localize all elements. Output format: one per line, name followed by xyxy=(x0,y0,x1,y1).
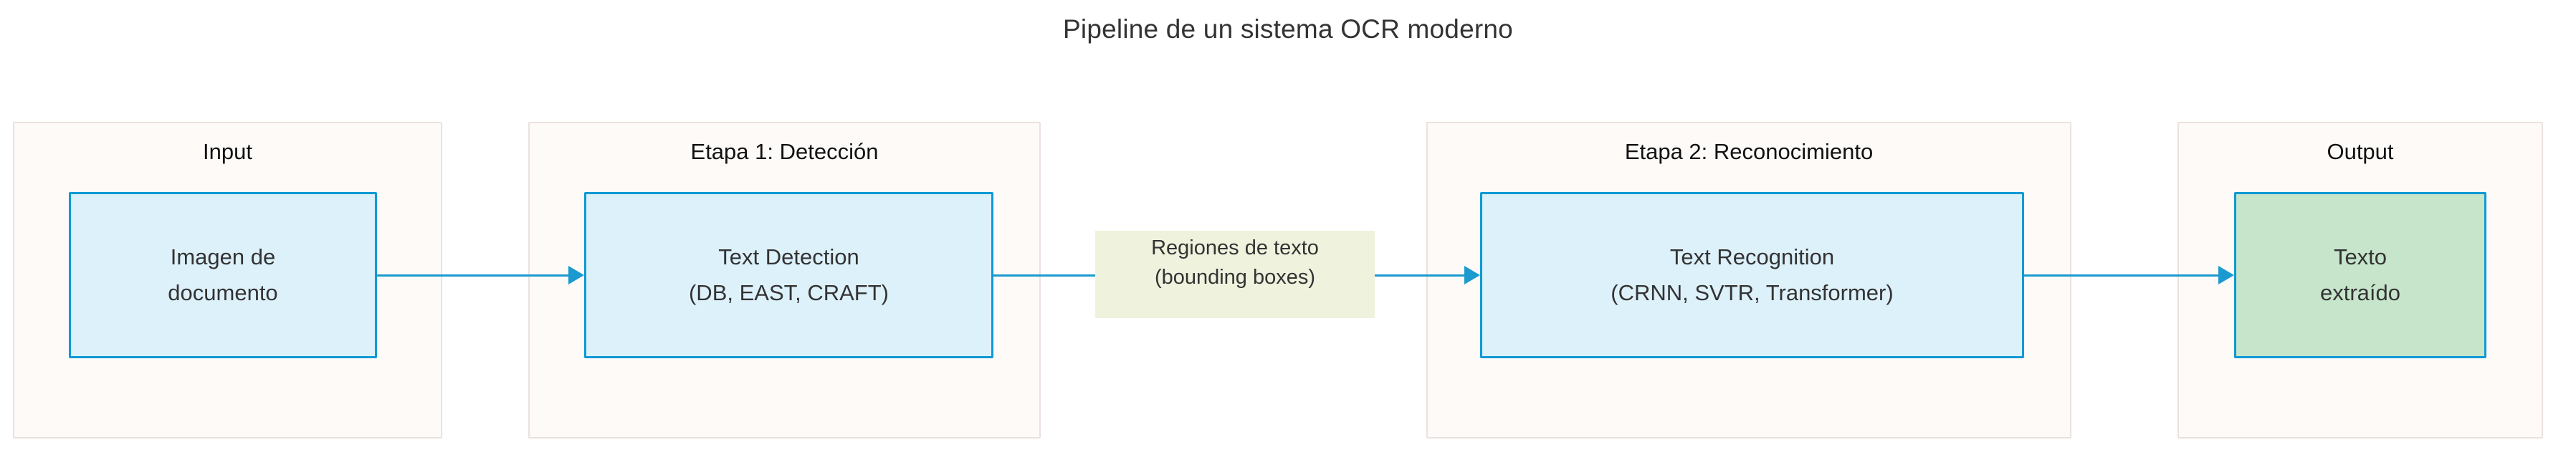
subgraph-input-title: Input xyxy=(203,139,252,164)
edge-label-line1: Regiones de texto xyxy=(1151,236,1319,259)
node-text-detection-line2: (DB, EAST, CRAFT) xyxy=(688,280,889,305)
node-text-recognition[interactable]: Text Recognition (CRNN, SVTR, Transforme… xyxy=(1480,192,2024,358)
node-imagen-de-documento[interactable]: Imagen de documento xyxy=(69,192,377,358)
edge-line-recognition-to-output xyxy=(2024,274,2218,277)
subgraph-etapa-2-title: Etapa 2: Reconocimiento xyxy=(1624,139,1874,164)
node-texto-extraido-line2: extraído xyxy=(2319,280,2400,305)
edge-label-line2: (bounding boxes) xyxy=(1154,265,1316,289)
node-imagen-de-documento-line2: documento xyxy=(168,280,278,305)
node-text-recognition-line2: (CRNN, SVTR, Transformer) xyxy=(1611,280,1894,305)
node-text-detection-line1: Text Detection xyxy=(718,244,859,270)
node-imagen-de-documento-line1: Imagen de xyxy=(170,244,276,270)
node-texto-extraido-line1: Texto xyxy=(2333,244,2387,270)
edge-line-input-to-detection xyxy=(377,274,568,277)
node-text-recognition-line1: Text Recognition xyxy=(1669,244,1835,270)
subgraph-etapa-1-title: Etapa 1: Detección xyxy=(690,139,879,164)
node-text-detection[interactable]: Text Detection (DB, EAST, CRAFT) xyxy=(584,192,993,358)
edge-arrowhead-input-to-detection xyxy=(568,266,584,284)
subgraph-output-title: Output xyxy=(2327,139,2394,164)
edge-arrowhead-detection-to-recognition xyxy=(1464,266,1480,284)
edge-arrowhead-recognition-to-output xyxy=(2218,266,2234,284)
edge-label-regiones-de-texto: Regiones de texto (bounding boxes) xyxy=(1095,231,1375,318)
diagram-title: Pipeline de un sistema OCR moderno xyxy=(1063,14,1513,44)
node-texto-extraido[interactable]: Texto extraído xyxy=(2234,192,2486,358)
